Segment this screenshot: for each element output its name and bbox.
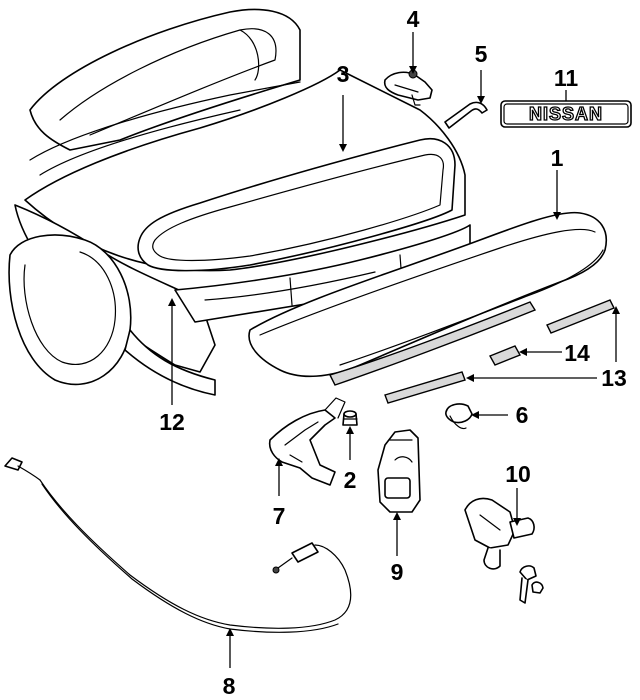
callout-labels: 1 2 3 4 5 6 7 8 9 10 11 12 13 14 xyxy=(159,6,627,699)
support-rod xyxy=(444,101,488,129)
lid-bracket xyxy=(383,69,433,106)
trunk-latch xyxy=(377,429,421,513)
lock-cylinder xyxy=(464,497,544,604)
callout-12: 12 xyxy=(159,409,185,435)
callout-4: 4 xyxy=(407,6,420,32)
callout-14: 14 xyxy=(564,340,590,366)
emblem-text: NISSAN xyxy=(529,104,603,124)
callout-11: 11 xyxy=(554,65,579,91)
callout-6: 6 xyxy=(516,402,529,428)
callout-1: 1 xyxy=(551,145,564,171)
callout-9: 9 xyxy=(391,559,404,585)
release-cable xyxy=(4,457,352,633)
callout-7: 7 xyxy=(273,503,286,529)
bumper-stop xyxy=(445,403,473,430)
lid-weatherstrips xyxy=(384,299,615,404)
weatherstrip-seal xyxy=(137,138,456,272)
callout-10: 10 xyxy=(505,461,531,487)
callout-13: 13 xyxy=(601,365,627,391)
small-strip xyxy=(489,345,521,366)
nissan-emblem: NISSAN xyxy=(500,100,632,128)
callout-5: 5 xyxy=(475,41,488,67)
grommet xyxy=(342,410,358,426)
leader-lines xyxy=(168,32,620,668)
callout-3: 3 xyxy=(337,61,350,87)
callout-2: 2 xyxy=(344,467,357,493)
release-lever xyxy=(268,397,346,486)
trunk-lid xyxy=(248,211,607,386)
callout-8: 8 xyxy=(223,673,236,699)
